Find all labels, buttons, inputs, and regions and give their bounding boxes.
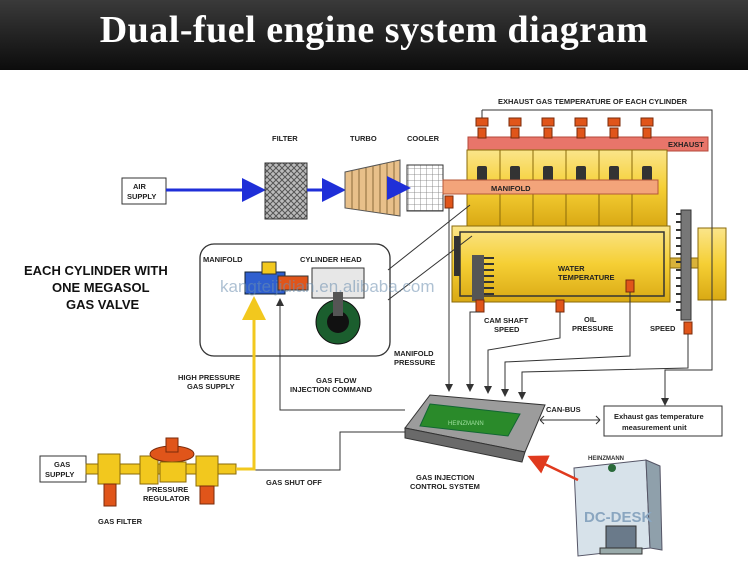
cam-shaft-sensor (475, 299, 485, 313)
each-cylinder-label-3: GAS VALVE (66, 297, 140, 312)
gas-valves (477, 166, 652, 182)
engine-system-diagram: EXHAUST GAS TEMPERATURE OF EACH CYLINDER… (24, 97, 727, 557)
signal-speed (518, 334, 689, 400)
water-temp-label: WATER (558, 264, 585, 273)
flywheel (680, 209, 692, 321)
gas-shut-off-line (220, 431, 405, 474)
high-pressure-gas-line (236, 296, 266, 471)
cam-shaft-label-2: SPEED (494, 325, 520, 334)
filter-label: FILTER (272, 134, 298, 143)
cam-shaft-label: CAM SHAFT (484, 316, 529, 325)
gas-supply-label-2: SUPPLY (45, 470, 74, 479)
air-supply-label: AIR (133, 182, 147, 191)
oil-pressure-label: OIL (584, 315, 597, 324)
dc-desk-box: DC-DESK (573, 459, 663, 557)
inset-crank-circle (327, 311, 349, 333)
gas-supply-label: GAS (54, 460, 70, 469)
exhaust-unit-label: Exhaust gas temperature (614, 412, 704, 421)
inset-callout-line-2 (387, 235, 473, 301)
heinzmann-label: HEINZMANN (588, 456, 624, 462)
air-supply-box (121, 177, 167, 205)
signal-oil-pressure (484, 312, 561, 394)
exhaust-temp-sensors (475, 117, 654, 139)
inset-gas-nozzle (277, 275, 309, 291)
intake-manifold (442, 179, 659, 195)
signal-cam-speed (466, 311, 480, 392)
water-temp-sensor (625, 279, 635, 293)
signal-exhaust-temp (661, 118, 713, 406)
exhaust-measurement-unit (603, 405, 723, 437)
cam-gear-teeth (484, 257, 494, 295)
exhaust-temp-label: EXHAUST GAS TEMPERATURE OF EACH CYLINDER (498, 97, 688, 106)
cooler-label: COOLER (407, 134, 440, 143)
pressure-regulator-label-2: REGULATOR (143, 494, 190, 503)
signal-water-temp (501, 292, 631, 397)
inset-con-rod (333, 292, 343, 316)
inset-manifold-label: MANIFOLD (203, 255, 243, 264)
gas-flow-label-2: INJECTION COMMAND (290, 385, 373, 394)
speed-label: SPEED (650, 324, 676, 333)
gas-injection-label-2: CONTROL SYSTEM (410, 482, 480, 491)
turbo-fins (351, 162, 395, 215)
pressure-regulator-label: PRESSURE (147, 485, 188, 494)
inset-callout-line-1 (387, 204, 471, 271)
inset-gas-valve (261, 261, 277, 275)
manifold-pressure-label-2: PRESSURE (394, 358, 435, 367)
gas-flow-label: GAS FLOW (316, 376, 357, 385)
cylinder-head-label: CYLINDER HEAD (300, 255, 362, 264)
flywheel-teeth (676, 213, 681, 311)
engine-side-plate (454, 236, 460, 276)
each-cylinder-label: EACH CYLINDER WITH (24, 263, 168, 278)
each-cylinder-label-2: ONE MEGASOL (52, 280, 150, 295)
exhaust-unit-label-2: measurement unit (622, 423, 687, 432)
intercooler (406, 164, 444, 212)
high-pressure-label-2: GAS SUPPLY (187, 382, 235, 391)
cam-gear (472, 255, 484, 301)
page-title: Dual-fuel engine system diagram (99, 9, 649, 51)
turbo-label: TURBO (350, 134, 377, 143)
dc-desk-label: DC-DESK (584, 509, 653, 526)
oil-pressure-label-2: PRESSURE (572, 324, 613, 333)
gas-shut-off-label: GAS SHUT OFF (266, 478, 322, 487)
svg-text:HEINZMANN: HEINZMANN (448, 421, 484, 427)
air-filter (264, 162, 308, 220)
water-temp-label-2: TEMPERATURE (558, 273, 615, 282)
can-bus-label: CAN-BUS (546, 405, 581, 414)
oil-pressure-sensor (555, 299, 565, 313)
injection-command-line (276, 298, 405, 411)
manifold-pressure-sensor (444, 195, 454, 209)
heinzmann-logo-icon (608, 464, 616, 472)
can-bus-arrowheads (539, 415, 601, 425)
gas-train (85, 437, 237, 507)
high-pressure-label: HIGH PRESSURE (178, 373, 240, 382)
air-supply-label-2: SUPPLY (127, 192, 156, 201)
exhaust-temp-bracket (481, 109, 713, 118)
manifold-label: MANIFOLD (491, 184, 531, 193)
watermark: kangteijidian.en.alibaba.com (220, 277, 435, 296)
gas-filter-label: GAS FILTER (98, 517, 143, 526)
dc-desk-link-arrow (527, 455, 579, 482)
manifold-pressure-label: MANIFOLD (394, 349, 434, 358)
gas-supply-box (39, 455, 87, 483)
speed-sensor (683, 321, 693, 335)
exhaust-label: EXHAUST (668, 140, 704, 149)
title-banner: Dual-fuel engine system diagram (0, 0, 748, 70)
gas-injection-label: GAS INJECTION (416, 473, 474, 482)
gas-injection-ecu: HEINZMANN (404, 394, 546, 463)
